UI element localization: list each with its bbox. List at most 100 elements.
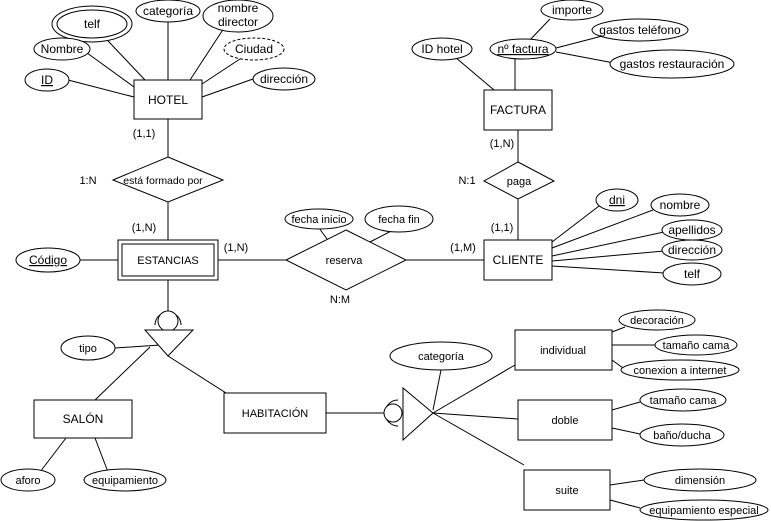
entity-cliente: CLIENTE — [483, 239, 553, 281]
attr-cliente-dni-key: dni — [595, 188, 639, 212]
attr-individual-decoracion-label: decoración — [630, 315, 684, 327]
cardinality-estancias-esta: (1,N) — [132, 222, 156, 234]
attr-salon-equipamiento-label: equipamiento — [92, 475, 158, 487]
attr-factura-gastos-restauracion: gastos restauración — [609, 49, 735, 79]
attr-hotel-categoria-label: categoría — [143, 4, 193, 18]
attr-individual-conexion-internet-label: conexion a internet — [634, 365, 727, 377]
entity-doble: doble — [517, 399, 613, 441]
attr-cliente-apellidos: apellidos — [661, 219, 723, 241]
entity-suite: suite — [523, 469, 611, 511]
entity-individual: individual — [514, 329, 613, 371]
attr-suite-equipamiento-especial-label: equipamiento especial — [649, 505, 758, 517]
attr-hotel-id-label: ID — [41, 73, 53, 87]
cardinality-labels: (1,1) 1:N (1,N) (1,N) N:1 (1,1) (1,N) (1… — [79, 128, 514, 306]
cardinality-estancias-reserva: (1,N) — [224, 242, 248, 254]
attr-suite-equipamiento-especial: equipamiento especial — [639, 499, 769, 521]
attr-cliente-direccion-label: dirección — [668, 243, 716, 257]
entity-salon: SALÓN — [33, 399, 133, 439]
attr-hotel-telf-multivalued: telf — [51, 5, 133, 43]
attr-estancias-tipo-label: tipo — [79, 343, 97, 355]
relationship-reserva-label: reserva — [326, 255, 364, 267]
attr-cliente-direccion: dirección — [661, 239, 723, 261]
attr-hotel-direccion-label: dirección — [260, 72, 308, 86]
relationship-reserva: reserva — [284, 229, 408, 291]
attr-hotel-nombre-label: Nombre — [41, 42, 84, 56]
attr-individual-decoracion: decoración — [618, 309, 696, 331]
entity-salon-label: SALÓN — [63, 411, 104, 426]
cardinality-factura-paga: (1,N) — [490, 138, 514, 150]
attr-factura-importe: importe — [540, 0, 604, 21]
attr-hotel-telf-label: telf — [84, 17, 101, 31]
attr-salon-aforo-label: aforo — [15, 475, 40, 487]
attr-hotel-direccion: dirección — [252, 67, 316, 91]
attr-suite-dimension: dimensión — [643, 468, 757, 492]
attr-cliente-apellidos-label: apellidos — [668, 223, 715, 237]
relationship-esta-formado-por-label: está formado por — [123, 175, 203, 187]
attr-individual-tamano-cama-label: tamaño cama — [663, 340, 731, 352]
attr-salon-equipamiento: equipamiento — [83, 468, 167, 492]
entity-factura-label: FACTURA — [490, 103, 546, 117]
entity-hotel: HOTEL — [133, 79, 203, 120]
attr-hotel-ciudad-label: Ciudad — [235, 42, 273, 56]
entity-habitacion: HABITACIÓN — [223, 392, 327, 434]
attr-reserva-fecha-fin: fecha fin — [364, 205, 434, 233]
relationship-esta-formado-por: está formado por — [111, 156, 225, 203]
attr-factura-gastos-telefono-label: gastos teléfono — [599, 23, 681, 37]
cardinality-hotel-esta: (1,1) — [133, 128, 156, 140]
relationship-paga: paga — [482, 161, 556, 200]
attr-cliente-telf: telf — [662, 262, 722, 286]
attr-estancias-tipo: tipo — [60, 335, 116, 361]
attr-cliente-telf-label: telf — [684, 267, 701, 281]
attr-doble-tamano-cama-label: tamaño cama — [650, 395, 718, 407]
attr-factura-importe-label: importe — [552, 3, 592, 17]
entity-estancias-label: ESTANCIAS — [137, 255, 199, 267]
cardinality-esta-type: 1:N — [79, 175, 96, 187]
attr-individual-tamano-cama: tamaño cama — [654, 334, 738, 356]
attr-hotel-nombre-director-line1: nombre — [218, 1, 259, 15]
attr-habitacion-categoria: categoría — [389, 341, 493, 371]
attr-reserva-fecha-inicio: fecha inicio — [284, 208, 354, 230]
attr-cliente-nombre: nombre — [650, 193, 710, 217]
attr-hotel-nombre-director-line2: director — [218, 15, 258, 29]
attr-factura-id-hotel: ID hotel — [411, 37, 473, 61]
attr-individual-conexion-internet: conexion a internet — [620, 359, 740, 381]
attr-hotel-nombre: Nombre — [33, 37, 91, 61]
cardinality-reserva-type: N:M — [330, 294, 350, 306]
specialization-estancias — [143, 310, 195, 357]
attr-suite-dimension-label: dimensión — [675, 475, 725, 487]
attr-cliente-dni-label: dni — [609, 193, 625, 207]
entity-estancias-weak: ESTANCIAS — [117, 239, 219, 281]
attr-hotel-categoria: categoría — [135, 0, 201, 23]
cardinality-paga-type: N:1 — [458, 175, 475, 187]
entity-hotel-label: HOTEL — [148, 93, 188, 107]
attr-hotel-ciudad-derived: Ciudad — [223, 37, 285, 61]
entity-factura: FACTURA — [483, 89, 553, 131]
entity-doble-label: doble — [552, 415, 579, 427]
attr-factura-n-factura-label: nº factura — [497, 42, 548, 56]
entity-individual-label: individual — [540, 345, 586, 357]
entity-habitacion-label: HABITACIÓN — [242, 407, 308, 420]
attr-hotel-nombre-director: nombre director — [202, 0, 274, 33]
attr-reserva-fecha-inicio-label: fecha inicio — [291, 214, 346, 226]
attr-factura-gastos-restauracion-label: gastos restauración — [620, 57, 725, 71]
attr-hotel-id-key: ID — [24, 68, 70, 92]
attr-factura-n-factura-key: nº factura — [489, 38, 557, 60]
attr-cliente-nombre-label: nombre — [660, 198, 701, 212]
cardinality-cliente-paga: (1,1) — [491, 222, 514, 234]
attr-salon-aforo: aforo — [0, 468, 56, 492]
attr-doble-bano-ducha-label: baño/ducha — [653, 430, 711, 442]
connector-lines — [39, 18, 665, 509]
relationship-paga-label: paga — [507, 176, 532, 188]
attr-factura-id-hotel-label: ID hotel — [421, 42, 462, 56]
attr-factura-gastos-telefono: gastos teléfono — [591, 18, 689, 42]
entity-cliente-label: CLIENTE — [493, 253, 544, 267]
specialization-habitacion — [383, 386, 434, 442]
entity-suite-label: suite — [555, 485, 578, 497]
attr-estancias-codigo-label: Código — [29, 253, 67, 267]
attr-doble-tamano-cama: tamaño cama — [639, 388, 727, 412]
attr-estancias-codigo-key: Código — [15, 247, 81, 273]
attr-habitacion-categoria-label: categoría — [418, 351, 465, 363]
attr-reserva-fecha-fin-label: fecha fin — [378, 214, 420, 226]
cardinality-cliente-reserva: (1,M) — [450, 242, 476, 254]
